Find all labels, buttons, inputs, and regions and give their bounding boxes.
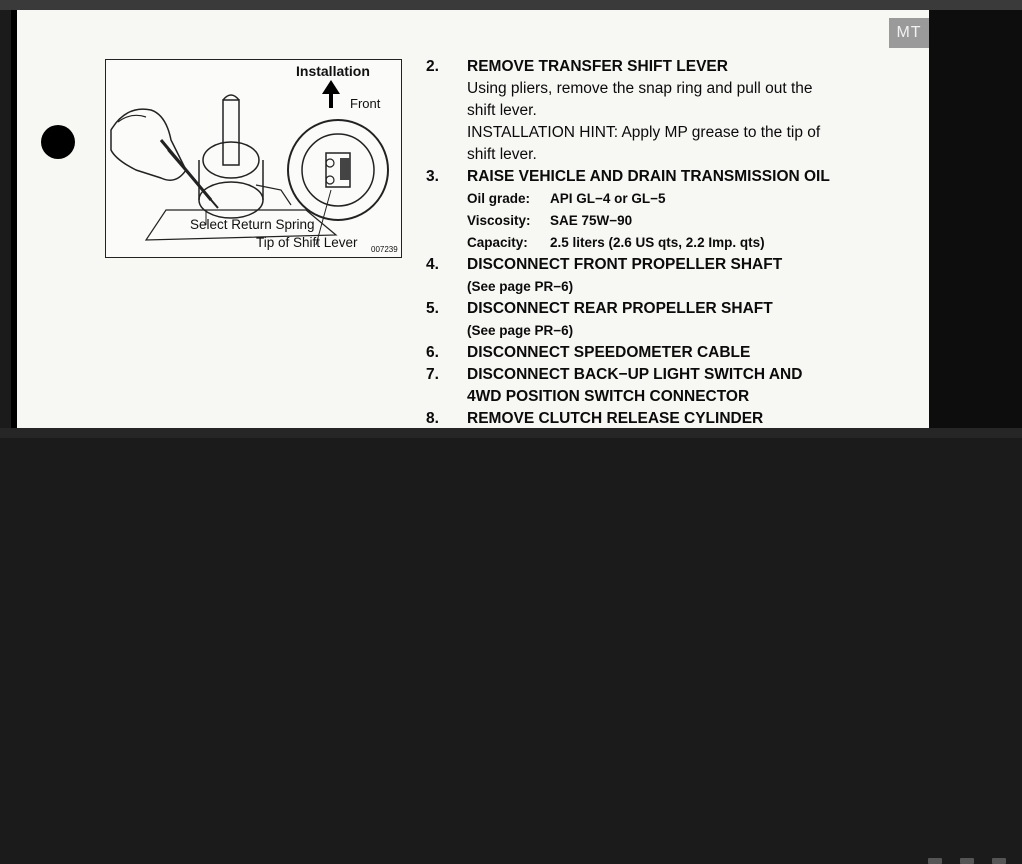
toolbar-icon[interactable]	[960, 858, 974, 864]
step-text: INSTALLATION HINT: Apply MP grease to th…	[467, 124, 821, 141]
spec-capacity: Capacity: 2.5 liters (2.6 US qts, 2.2 Imp…	[467, 232, 896, 254]
viewer-top-bar	[0, 0, 1022, 10]
step-number: 7.	[426, 366, 439, 383]
installation-figure: Installation Front Select Return Spring …	[105, 59, 402, 258]
step-heading: REMOVE CLUTCH RELEASE CYLINDER	[467, 410, 764, 427]
step-4: 4. DISCONNECT FRONT PROPELLER SHAFT (See…	[426, 254, 896, 298]
spec-key: Capacity:	[467, 235, 528, 250]
step-number: 2.	[426, 58, 439, 75]
step-6: 6. DISCONNECT SPEEDOMETER CABLE	[426, 342, 896, 364]
spec-value: API GL−4 or GL−5	[550, 191, 666, 206]
step-3: 3. RAISE VEHICLE AND DRAIN TRANSMISSION …	[426, 166, 896, 254]
toolbar-icon[interactable]	[992, 858, 1006, 864]
figure-code: 007239	[371, 245, 398, 254]
callout-tip-of-shift-lever: Tip of Shift Lever	[256, 235, 358, 250]
spec-viscosity: Viscosity: SAE 75W−90	[467, 210, 896, 232]
step-text: shift lever.	[467, 102, 537, 119]
step-text: shift lever.	[467, 146, 537, 163]
step-number: 6.	[426, 344, 439, 361]
spec-value: 2.5 liters (2.6 US qts, 2.2 Imp. qts)	[550, 235, 765, 250]
step-heading: DISCONNECT REAR PROPELLER SHAFT	[467, 300, 773, 317]
step-5: 5. DISCONNECT REAR PROPELLER SHAFT (See …	[426, 298, 896, 342]
step-number: 3.	[426, 168, 439, 185]
step-2: 2. REMOVE TRANSFER SHIFT LEVER Using pli…	[426, 56, 896, 166]
bullet-dot-icon	[41, 125, 75, 159]
step-number: 4.	[426, 256, 439, 273]
page-reference: (See page PR−6)	[467, 323, 574, 338]
step-heading: DISCONNECT BACK−UP LIGHT SWITCH AND	[467, 366, 803, 383]
step-heading: REMOVE TRANSFER SHIFT LEVER	[467, 58, 728, 75]
spec-value: SAE 75W−90	[550, 213, 633, 228]
step-text: Using pliers, remove the snap ring and p…	[467, 80, 813, 97]
shift-lever-illustration	[110, 80, 389, 246]
step-heading: RAISE VEHICLE AND DRAIN TRANSMISSION OIL	[467, 168, 830, 185]
step-heading-continued: 4WD POSITION SWITCH CONNECTOR	[467, 388, 750, 405]
viewer-bottom-bar	[0, 428, 1022, 864]
step-7: 7. DISCONNECT BACK−UP LIGHT SWITCH AND 4…	[426, 364, 896, 408]
page-reference: (See page PR−6)	[467, 279, 574, 294]
spec-key: Viscosity:	[467, 213, 531, 228]
spec-key: Oil grade:	[467, 191, 531, 206]
manual-page: MT I	[11, 10, 929, 428]
callout-select-return-spring: Select Return Spring	[190, 217, 315, 232]
viewer-side-panel	[929, 10, 1022, 428]
front-label: Front	[350, 96, 381, 111]
page-gutter-line	[11, 10, 17, 428]
step-heading: DISCONNECT SPEEDOMETER CABLE	[467, 344, 751, 361]
spec-oil-grade: Oil grade: API GL−4 or GL−5	[467, 188, 896, 210]
procedure-steps: 2. REMOVE TRANSFER SHIFT LEVER Using pli…	[426, 56, 896, 428]
step-heading: DISCONNECT FRONT PROPELLER SHAFT	[467, 256, 783, 273]
toolbar-icon[interactable]	[928, 858, 942, 864]
step-8: 8. REMOVE CLUTCH RELEASE CYLINDER	[426, 408, 896, 428]
step-number: 5.	[426, 300, 439, 317]
step-number: 8.	[426, 410, 439, 427]
figure-title: Installation	[296, 63, 370, 79]
section-tab: MT	[889, 18, 929, 48]
